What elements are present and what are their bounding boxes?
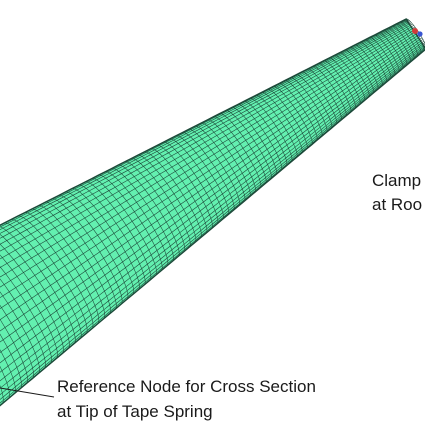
mesh-circumferential-line [219, 113, 267, 184]
mesh-circumferential-line [213, 116, 262, 189]
mesh-circumferential-line [31, 208, 106, 320]
mesh-circumferential-line [117, 164, 180, 257]
mesh-circumferential-line [396, 23, 418, 57]
mesh-circumferential-line [387, 27, 411, 63]
clamp-label-line2: at Roo [372, 195, 423, 214]
mesh-circumferential-line [17, 215, 94, 330]
mesh-circumferential-line [339, 52, 370, 98]
mesh-circumferential-line [71, 188, 140, 291]
clamp-label-line1: Clamp [372, 171, 422, 190]
mesh-circumferential-line [194, 125, 246, 202]
mesh-circumferential-line [0, 365, 10, 400]
mesh-circumferential-line [231, 107, 277, 175]
mesh-circumferential-line [0, 318, 28, 384]
reference-label-line2: at Tip of Tape Spring [57, 402, 213, 421]
mesh-circumferential-line [104, 171, 169, 267]
mesh-circumferential-line [111, 168, 174, 262]
mesh-circumferential-line [261, 91, 303, 154]
mesh-circumferential-line [130, 158, 191, 248]
mesh-circumferential-line [0, 349, 16, 395]
mesh-circumferential-line [44, 201, 117, 310]
mesh-circumferential-line [399, 21, 422, 54]
mesh-circumferential-line [0, 304, 34, 379]
mesh-circumferential-line [0, 226, 76, 344]
mesh-circumferential-line [51, 198, 123, 305]
clamp-marker-dot [412, 28, 418, 34]
mesh-circumferential-line [0, 333, 22, 390]
mesh-circumferential-line [58, 195, 129, 300]
mesh-circumferential-line [344, 49, 374, 94]
mesh-circumferential-line [359, 41, 388, 83]
mesh-circumferential-line [392, 25, 415, 60]
mesh-circumferential-line [369, 37, 396, 76]
mesh-circumferential-line [378, 32, 404, 69]
mesh-circumferential-line [273, 86, 313, 145]
mesh-circumferential-line [374, 34, 400, 72]
mesh-circumferential-line [137, 154, 197, 243]
mesh-circumferential-line [143, 151, 202, 238]
mesh-circumferential-line [188, 129, 240, 206]
mesh-circumferential-line [290, 77, 328, 133]
mesh-circumferential-line [0, 243, 64, 354]
mesh-circumferential-line [403, 20, 425, 52]
mesh-circumferential-line [295, 74, 333, 129]
mesh-circumferential-line [0, 385, 4, 405]
mesh-circumferential-line [98, 174, 163, 271]
clamp-marker-dot [417, 31, 423, 37]
mesh-circumferential-line [37, 205, 111, 315]
mesh-circumferential-line [383, 30, 408, 66]
mesh-circumferential-line [312, 65, 347, 117]
mesh-circumferential-line [0, 278, 46, 369]
mesh-circumferential-line [334, 54, 366, 101]
mesh-circumferential-line [284, 80, 323, 137]
mesh-circumferential-line [91, 178, 157, 276]
mesh-circumferential-line [64, 191, 134, 295]
mesh-circumferential-line [0, 254, 58, 359]
mesh-circumferential-line [349, 47, 379, 90]
mesh-circumferential-line [200, 122, 251, 197]
mesh-circumferential-line [175, 135, 230, 215]
mesh-circumferential-line [249, 97, 293, 162]
mesh-circumferential-line [84, 181, 152, 281]
mesh-circumferential-line [328, 57, 361, 105]
mesh-circumferential-line [124, 161, 186, 252]
mesh-circumferential-line [267, 89, 308, 150]
mesh-circumferential-line [318, 63, 352, 113]
mesh-circumferential-line [163, 141, 219, 225]
mesh-circumferential-line [78, 184, 146, 286]
mesh-circumferential-line [24, 212, 100, 325]
clamp-marker-icon [412, 28, 423, 37]
mesh-circumferential-line [169, 138, 224, 220]
mesh-circumferential-line [307, 68, 342, 121]
reference-label-line1: Reference Node for Cross Section [57, 377, 316, 396]
mesh-circumferential-line [255, 94, 298, 158]
mesh-circumferential-line [354, 44, 383, 86]
mesh-circumferential-line [278, 83, 318, 141]
tube-body [0, 18, 425, 407]
mesh-circumferential-line [156, 145, 213, 229]
mesh-circumferential-line [206, 119, 256, 193]
mesh-circumferential-line [243, 101, 288, 167]
mesh-circumferential-line [237, 104, 283, 171]
reference-leader-line [0, 387, 55, 398]
mesh-circumferential-line [3, 222, 82, 339]
mesh-circumferential-line [364, 39, 392, 79]
mesh-circumferential-line [0, 234, 70, 349]
mesh-circumferential-line [10, 219, 88, 334]
mesh-circumferential-line [301, 71, 337, 125]
mesh-circumferential-line [0, 291, 40, 374]
mesh-circumferential-line [150, 148, 208, 234]
mesh-circumferential-line [182, 132, 235, 211]
mesh-group [0, 18, 425, 407]
mesh-circumferential-line [323, 60, 356, 109]
mesh-circumferential-line [0, 266, 52, 364]
mesh-circumferential-line [225, 110, 272, 180]
